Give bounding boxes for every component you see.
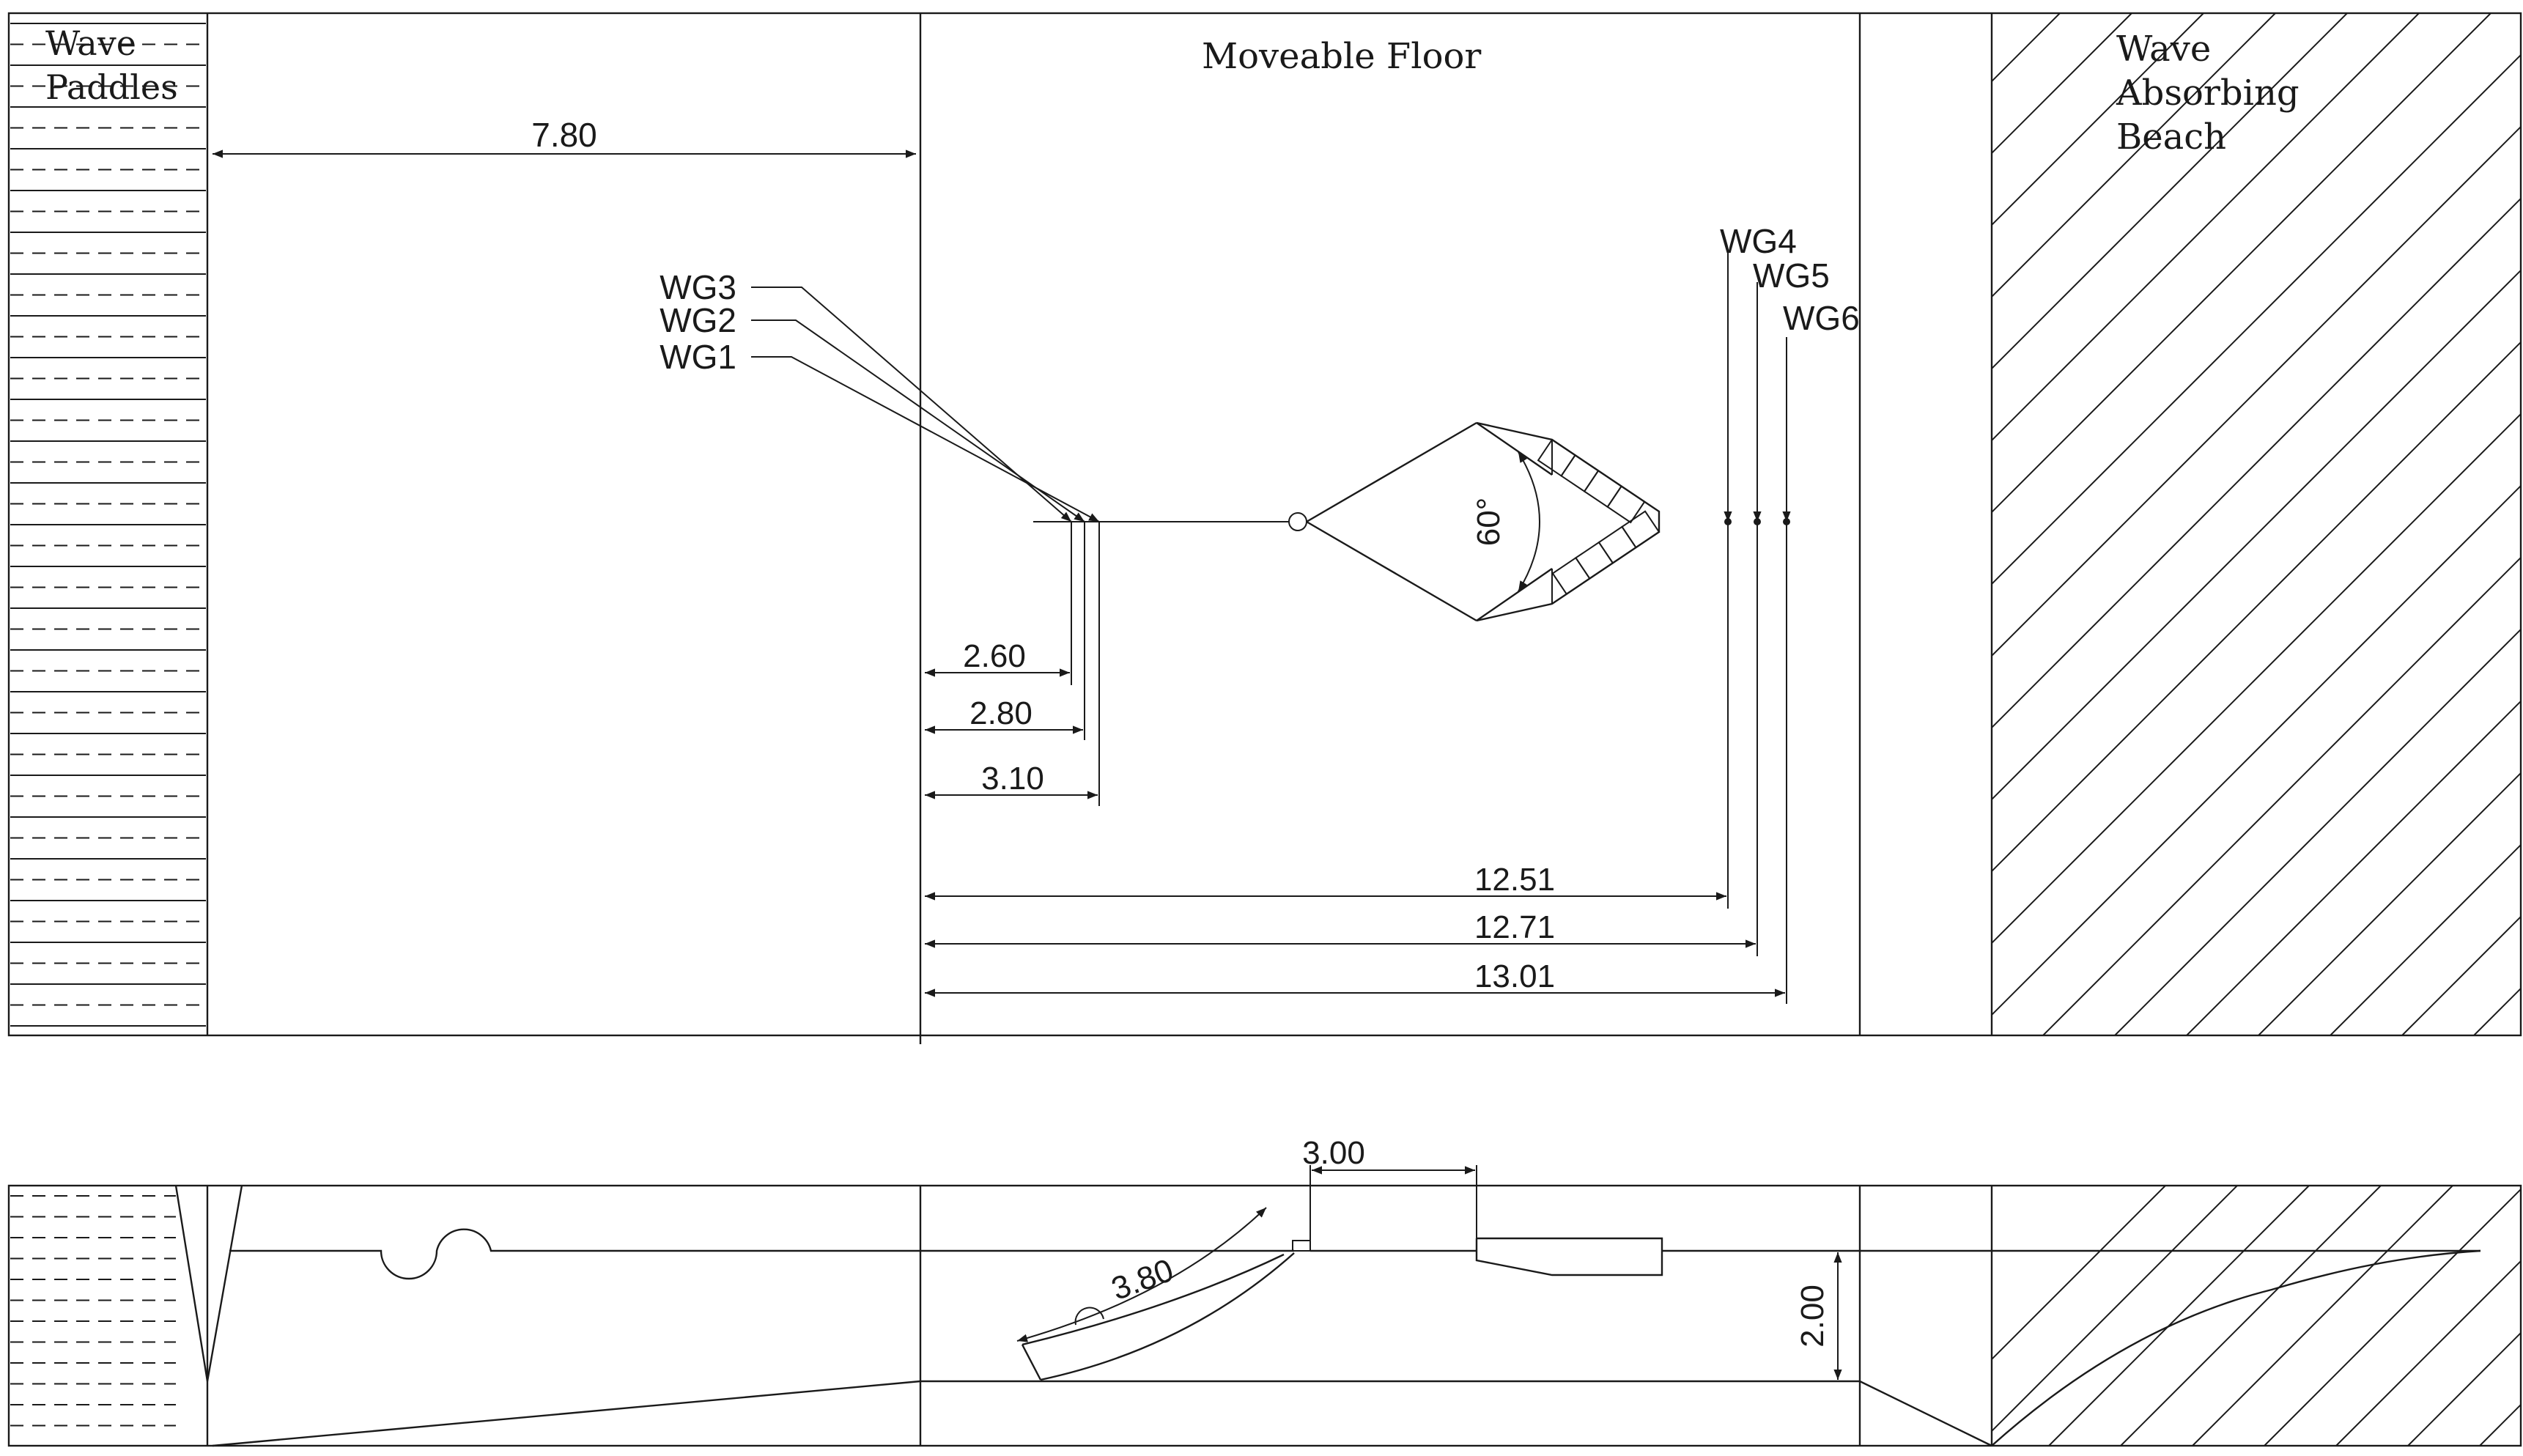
- beach-hatching-elevation: [1992, 1186, 2521, 1446]
- wg2-label: WG2: [660, 301, 736, 339]
- converter-module: [1606, 485, 1646, 524]
- plan-outline: [7, 12, 2522, 1037]
- wg1-label: WG1: [660, 338, 736, 376]
- moveable-floor-label: Moveable Floor: [1202, 36, 1481, 77]
- dim-13-01: 13.01: [1474, 958, 1555, 994]
- hinge-block: [1292, 1240, 1311, 1252]
- converter-module: [1537, 438, 1576, 477]
- dim-3-80: 3.80: [1107, 1252, 1178, 1307]
- paddle-hatching: [10, 23, 206, 1027]
- angle-arc: [1518, 451, 1540, 592]
- converter-module: [1560, 454, 1600, 492]
- angle-label: 60°: [1471, 498, 1507, 547]
- converter-module: [1575, 541, 1614, 580]
- dim-12-51: 12.51: [1474, 862, 1555, 898]
- beach-profile: [1991, 1249, 2481, 1446]
- converter-module: [1597, 525, 1637, 564]
- gauge-extension-lines: [1071, 522, 1787, 1004]
- dim-2-60: 2.60: [963, 638, 1026, 674]
- converter-module: [1551, 556, 1591, 596]
- dim-arc-3-80: [1016, 1207, 1267, 1342]
- dim-3-10: 3.10: [981, 761, 1044, 797]
- side-elevation: 3.80 3.00 2.00: [7, 1135, 2522, 1447]
- gauge-leaders-upstream: [751, 287, 1103, 522]
- paddle-hatching-elevation: [10, 1195, 176, 1427]
- wg5-label: WG5: [1753, 256, 1830, 295]
- elevation-outline: [7, 1184, 2522, 1447]
- dim-7-80: 7.80: [531, 116, 597, 154]
- dim-2-00: 2.00: [1795, 1285, 1831, 1348]
- water-surface: [229, 1228, 1294, 1280]
- dim-3-00: 3.00: [1302, 1135, 1365, 1171]
- dim-2-80: 2.80: [969, 695, 1033, 731]
- dim-12-71: 12.71: [1474, 909, 1555, 945]
- wg4-label: WG4: [1720, 222, 1797, 260]
- mooring-point: [1288, 512, 1307, 531]
- beach-hatching: [1992, 13, 2521, 1035]
- wg3-label: WG3: [660, 268, 736, 306]
- converter-module: [1583, 469, 1623, 509]
- model-side-view: [1475, 1237, 1663, 1276]
- sloping-bed: [212, 1380, 921, 1447]
- wg6-label: WG6: [1783, 299, 1860, 337]
- energy-converter-modules: [1537, 438, 1661, 596]
- gauge-leaders-downstream: [1724, 253, 1791, 525]
- converter-module: [1621, 510, 1661, 549]
